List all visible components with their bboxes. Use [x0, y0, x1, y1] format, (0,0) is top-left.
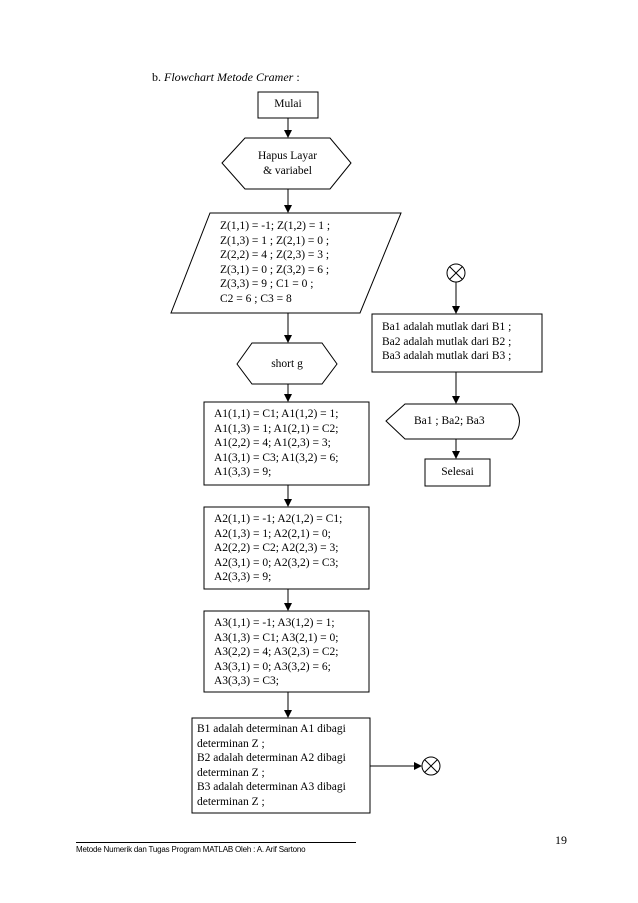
- a3-line: A3(3,1) = 0; A3(3,2) = 6;: [214, 660, 331, 673]
- a3-line: A3(1,1) = -1; A3(1,2) = 1;: [214, 617, 335, 629]
- input-z-line: Z(3,3) = 9 ; C1 = 0 ;: [220, 278, 314, 291]
- a2-line: A2(2,2) = C2; A2(2,3) = 3;: [214, 542, 339, 555]
- a1-line: A1(1,3) = 1; A1(2,1) = C2;: [214, 422, 339, 435]
- input-z-line: Z(1,3) = 1 ; Z(2,1) = 0 ;: [220, 234, 330, 247]
- footer-text: Metode Numerik dan Tugas Program MATLAB …: [76, 845, 306, 854]
- a1-line: A1(1,1) = C1; A1(1,2) = 1;: [214, 408, 339, 420]
- a3-text: A3(1,1) = -1; A3(1,2) = 1; A3(1,3) = C1;…: [214, 616, 338, 689]
- off-page-connector-bottom: [421, 756, 441, 776]
- ba-text: Ba1 adalah mutlak dari B1 ; Ba2 adalah m…: [382, 320, 511, 364]
- clear-text: Hapus Layar & variabel: [240, 149, 335, 178]
- b-line: B3 adalah determinan A3 dibagi: [197, 781, 346, 794]
- a1-text: A1(1,1) = C1; A1(1,2) = 1; A1(1,3) = 1; …: [214, 407, 338, 480]
- b-line: determinan Z ;: [197, 737, 265, 750]
- a3-line: A3(2,2) = 4; A3(2,3) = C2;: [214, 646, 339, 659]
- a3-line: A3(1,3) = C1; A3(2,1) = 0;: [214, 631, 339, 644]
- input-z-line: Z(1,1) = -1; Z(1,2) = 1 ;: [220, 220, 331, 232]
- clear-line: Hapus Layar: [257, 150, 318, 162]
- short-preparation-shape: [236, 342, 338, 385]
- input-parallelogram: [170, 212, 402, 314]
- short-label: short g: [271, 358, 303, 370]
- a1-process-box: [203, 401, 370, 486]
- output-label: Ba1 ; Ba2; Ba3: [414, 415, 485, 427]
- ba-process-box: [371, 313, 543, 373]
- b-line: B2 adalah determinan A2 dibagi: [197, 752, 346, 765]
- b-text: B1 adalah determinan A1 dibagi determina…: [197, 722, 346, 810]
- end-terminal: [424, 458, 491, 487]
- a2-text: A2(1,1) = -1; A2(1,2) = C1; A2(1,3) = 1;…: [214, 512, 342, 585]
- input-z-line: Z(2,2) = 4 ; Z(2,3) = 3 ;: [220, 249, 330, 262]
- a3-process-box: [203, 610, 370, 693]
- section-title: Flowchart Metode Cramer: [164, 70, 294, 84]
- section-suffix: :: [296, 70, 300, 84]
- start-label: Mulai: [274, 98, 302, 110]
- a3-line: A3(3,3) = C3;: [214, 675, 279, 688]
- input-z-line: C2 = 6 ; C3 = 8: [220, 292, 292, 305]
- footer-rule: [76, 842, 356, 843]
- a1-line: A1(3,1) = C3; A1(3,2) = 6;: [214, 451, 339, 464]
- output-display-shape: [385, 403, 520, 440]
- clear-preparation-shape: [221, 137, 352, 190]
- a2-line: A2(1,3) = 1; A2(2,1) = 0;: [214, 527, 331, 540]
- end-label: Selesai: [441, 466, 474, 478]
- b-line: B1 adalah determinan A1 dibagi: [197, 723, 346, 735]
- section-label: b.: [152, 70, 161, 84]
- a2-line: A2(3,1) = 0; A2(3,2) = C3;: [214, 556, 339, 569]
- flow-arrows: [284, 118, 460, 770]
- input-z-line: Z(3,1) = 0 ; Z(3,2) = 6 ;: [220, 263, 330, 276]
- a2-process-box: [203, 506, 370, 590]
- b-line: determinan Z ;: [197, 766, 265, 779]
- clear-line: & variabel: [263, 164, 312, 177]
- ba-line: Ba2 adalah mutlak dari B2 ;: [382, 335, 512, 348]
- ba-line: Ba1 adalah mutlak dari B1 ;: [382, 321, 512, 333]
- page-number: 19: [555, 833, 567, 847]
- a2-line: A2(1,1) = -1; A2(1,2) = C1;: [214, 513, 343, 525]
- section-heading: b. Flowchart Metode Cramer :: [152, 70, 300, 85]
- a1-line: A1(3,3) = 9;: [214, 466, 272, 479]
- b-line: determinan Z ;: [197, 795, 265, 808]
- a2-line: A2(3,3) = 9;: [214, 571, 272, 584]
- ba-line: Ba3 adalah mutlak dari B3 ;: [382, 350, 512, 363]
- input-z-text: Z(1,1) = -1; Z(1,2) = 1 ; Z(1,3) = 1 ; Z…: [220, 219, 330, 307]
- a1-line: A1(2,2) = 4; A1(2,3) = 3;: [214, 437, 331, 450]
